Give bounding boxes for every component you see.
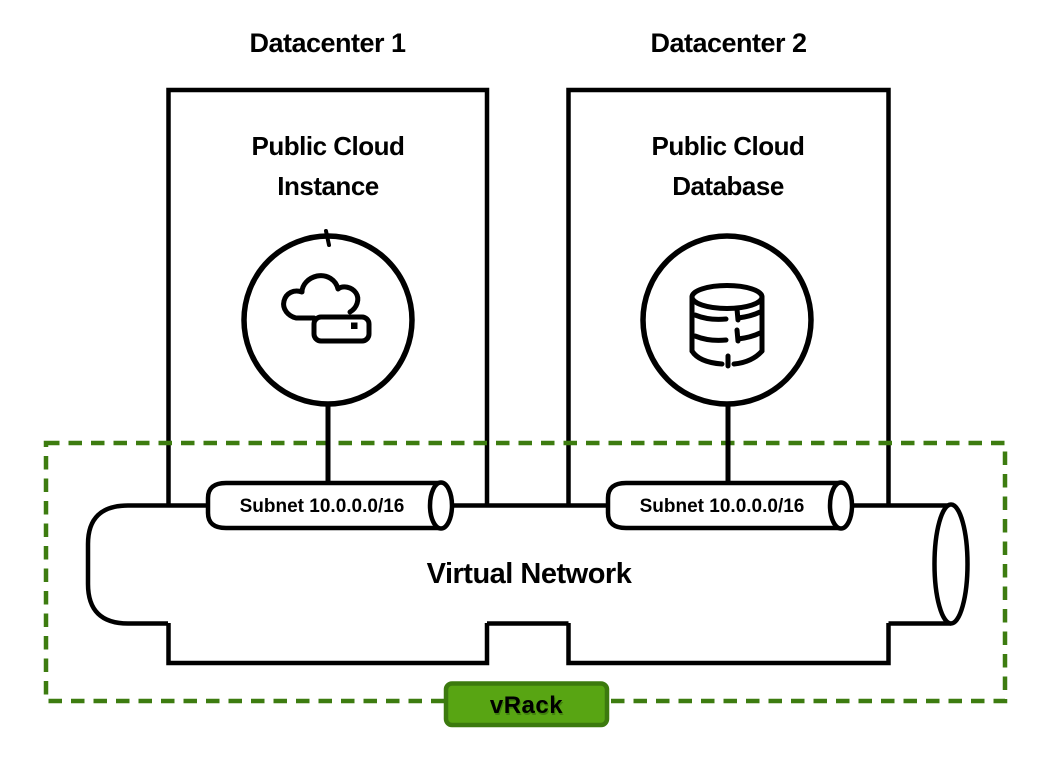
subnet2-cylinder: Subnet 10.0.0.0/16: [605, 480, 855, 531]
cloud-instance-icon: [281, 273, 372, 344]
vrack-label: vRack: [490, 692, 563, 719]
database-divider-2: [692, 327, 763, 344]
subnet2-body-fill: [608, 483, 841, 528]
subnet1-cylinder: Subnet 10.0.0.0/16: [205, 480, 455, 531]
server-led-dot: [351, 322, 358, 329]
subnet2-body-stroke: [605, 480, 841, 531]
cloud-shape: [281, 273, 361, 321]
public-cloud-database-node: [640, 233, 814, 407]
database-sides: [689, 294, 765, 354]
datacenter2-node-label-line1: Public Cloud: [652, 131, 805, 161]
datacenter1-node-label-line2: Instance: [277, 171, 379, 201]
datacenter2-title: Datacenter 2: [650, 28, 806, 58]
vrack-button: [443, 681, 610, 728]
datacenter1-node-label-line1: Public Cloud: [252, 131, 405, 161]
subnet2-label: Subnet 10.0.0.0/16: [640, 496, 805, 517]
subnet2-end-cap: [827, 480, 855, 531]
handdrawn-overlap-mark: [324, 229, 331, 247]
subnet1-body-stroke: [205, 480, 441, 531]
public-cloud-instance-node: [241, 229, 415, 407]
server-shape: [311, 314, 372, 344]
database-divider-1: [692, 306, 763, 323]
datacenter2-node-label-line2: Database: [672, 171, 784, 201]
virtual-network-body-stroke: [85, 503, 951, 626]
virtual-network-body-fill: [88, 505, 951, 623]
vrack-badge: vRack: [443, 681, 610, 728]
database-icon: [689, 283, 765, 369]
database-top: [689, 283, 765, 311]
subnet1-end-cap: [427, 480, 455, 531]
virtual-network-cylinder: Virtual Network: [85, 502, 970, 626]
subnet1-label: Subnet 10.0.0.0/16: [240, 496, 405, 517]
virtual-network-label: Virtual Network: [427, 558, 633, 590]
subnet1-body-fill: [208, 483, 441, 528]
database-bottom: [689, 348, 765, 369]
virtual-network-end-cap: [932, 502, 970, 626]
datacenter1-title: Datacenter 1: [249, 28, 406, 58]
